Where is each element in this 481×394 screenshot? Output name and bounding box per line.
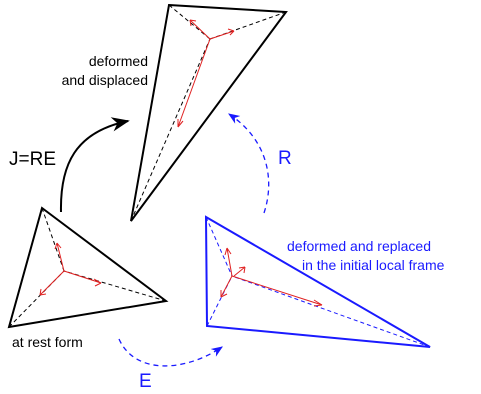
local-frame-vectors: [39, 242, 102, 296]
deformed-replaced-label-line2: in the initial local frame: [302, 257, 445, 273]
jacobian-arrow: [59, 117, 130, 213]
triangle-outline: [204, 215, 431, 348]
triangle-medians: [8, 207, 167, 328]
local-frame-vectors: [220, 247, 323, 307]
deformed-displaced-label-line1: deformed: [89, 53, 148, 69]
deformed-replaced-triangle: [204, 215, 431, 348]
jacobian-label: J=RE: [9, 149, 56, 170]
triangle-medians: [130, 4, 287, 222]
triangle-outline: [7, 206, 169, 329]
triangle-medians: [205, 216, 431, 348]
strain-arrow: [118, 338, 223, 367]
triangle-outline: [130, 3, 288, 222]
strain-label: E: [139, 371, 152, 392]
rotation-label: R: [278, 148, 292, 169]
rest-form-triangle: [7, 206, 169, 329]
rest-form-label: at rest form: [12, 334, 83, 350]
deformed-displaced-label-line2: and displaced: [62, 72, 148, 88]
deformed-displaced-triangle: [130, 3, 288, 222]
local-frame-vectors: [177, 19, 235, 128]
deformed-replaced-label-line1: deformed and replaced: [287, 238, 431, 254]
rotation-arrow: [228, 113, 270, 214]
